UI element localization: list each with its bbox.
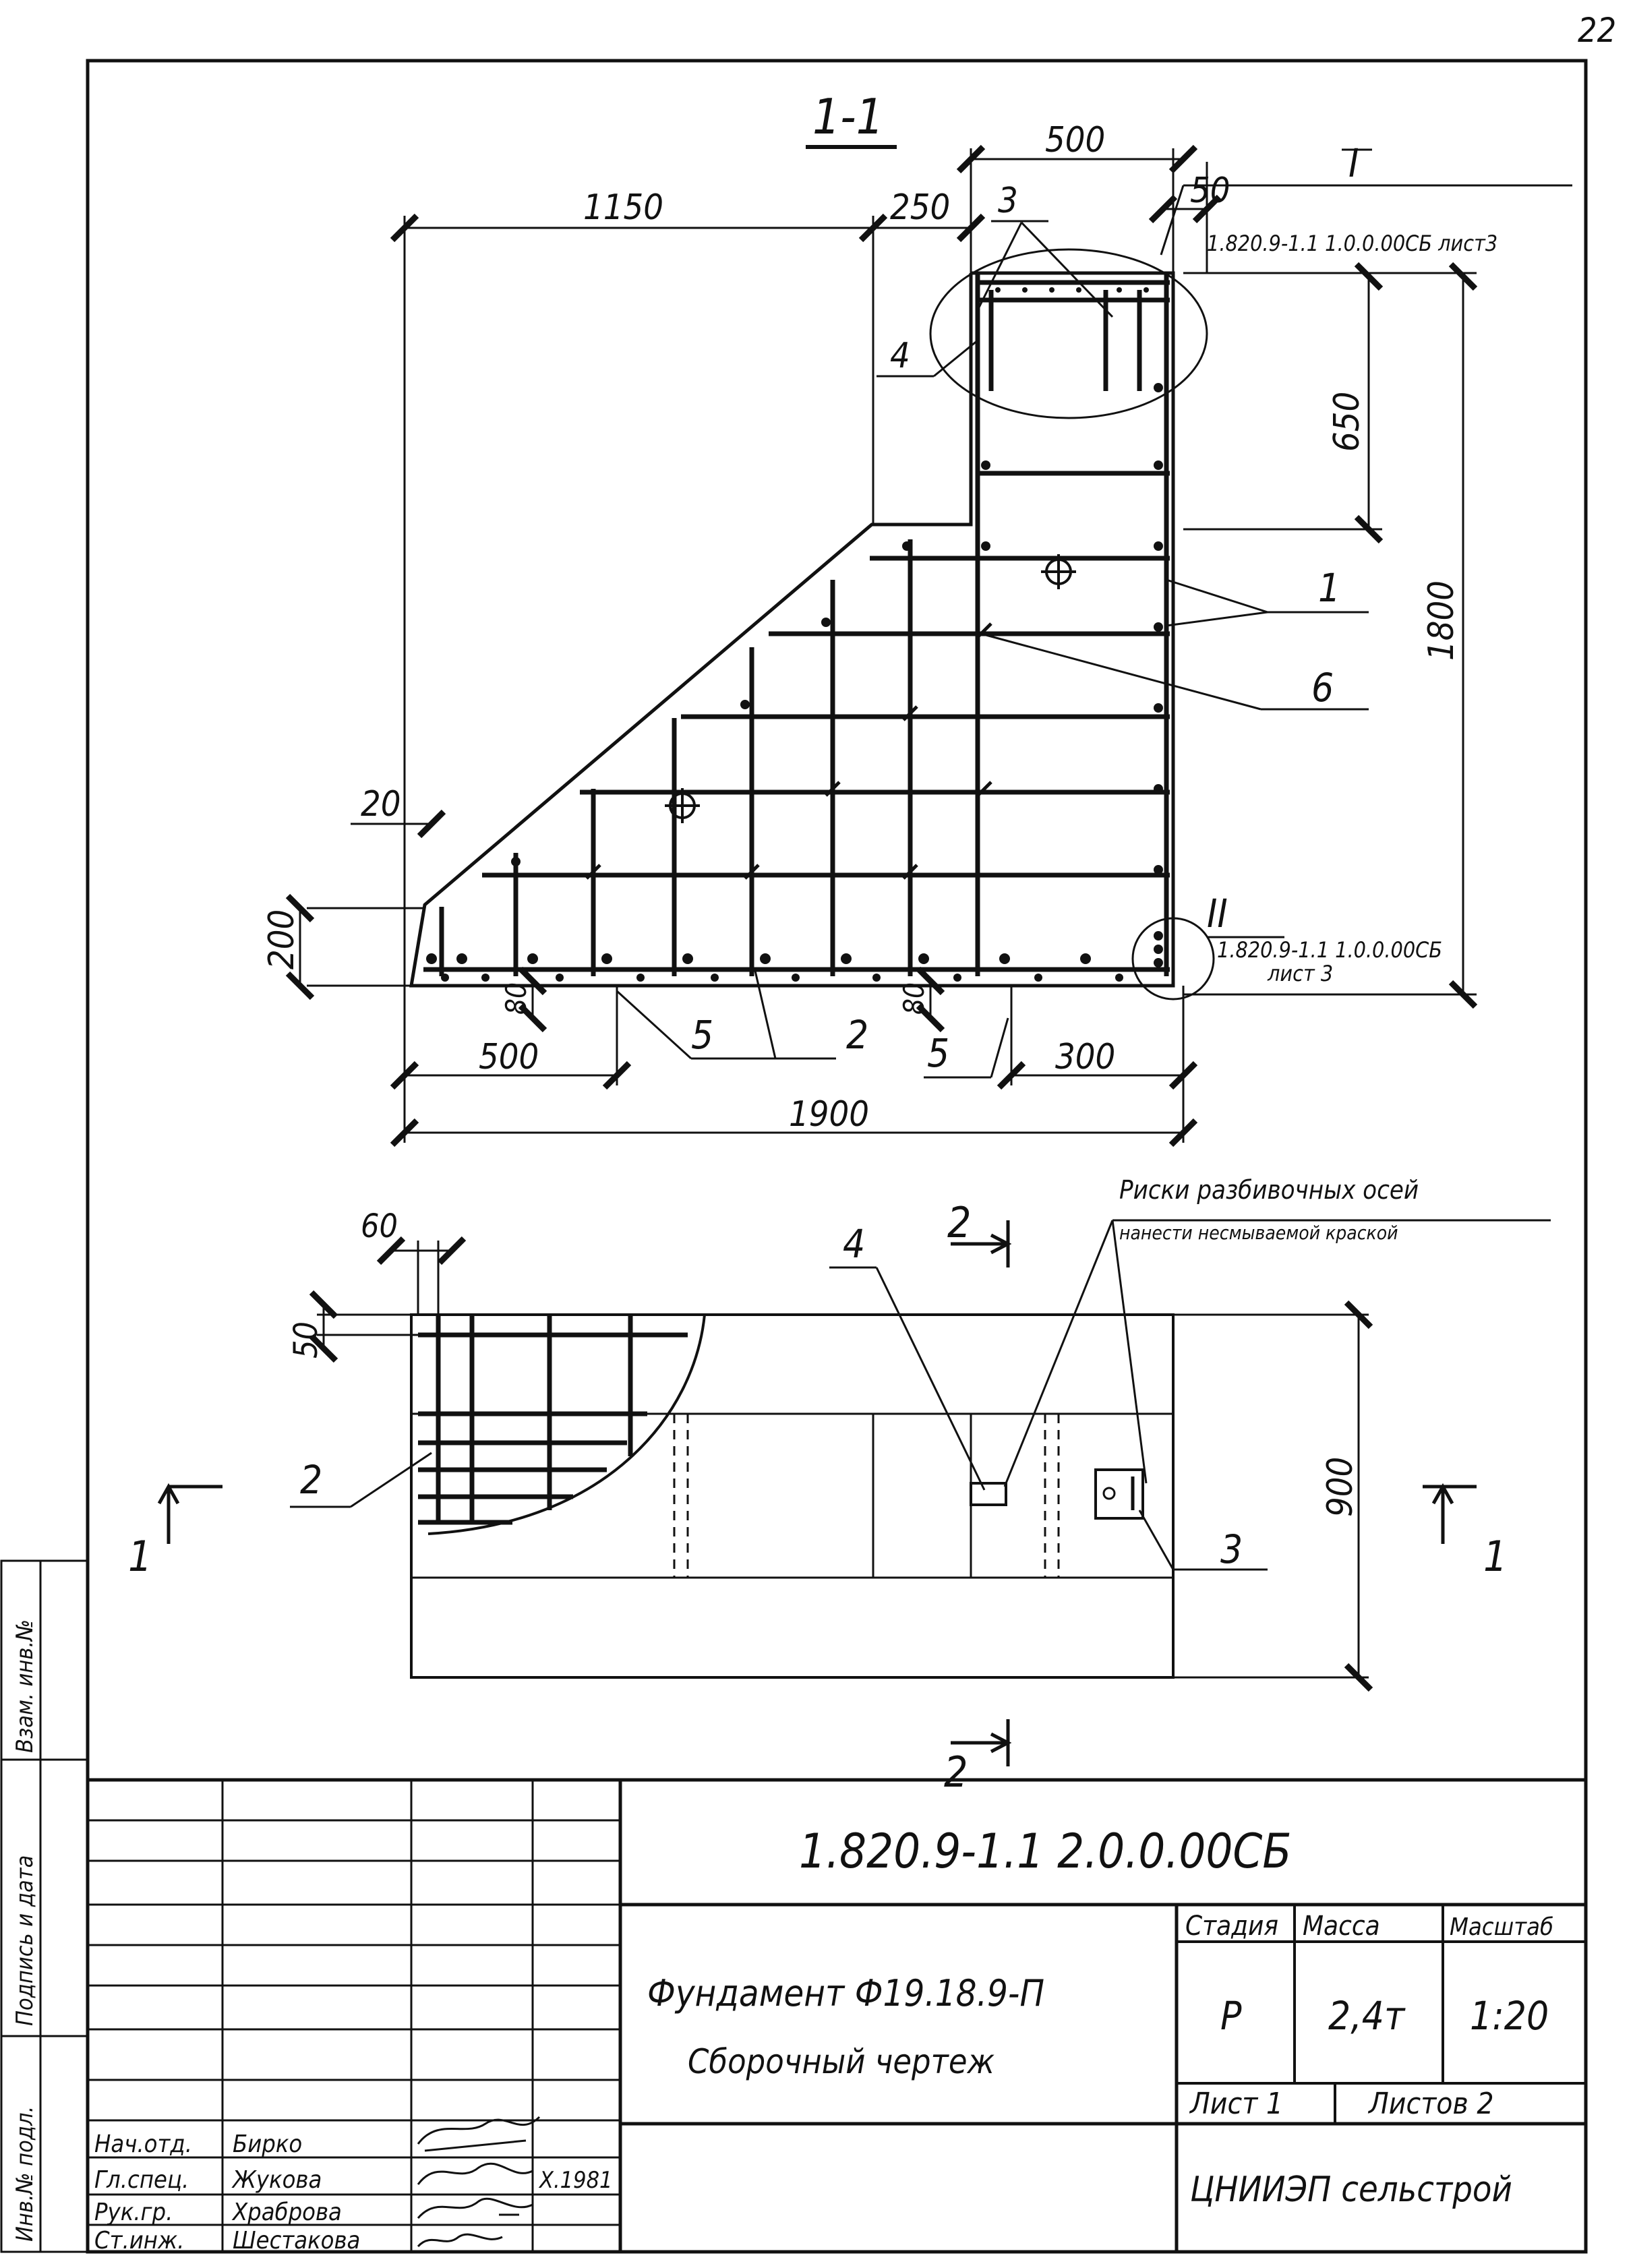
dim-1900: 1900 <box>789 1094 869 1135</box>
rebar-ties <box>585 622 992 880</box>
signer-role-1: Нач.отд. <box>94 2130 192 2158</box>
dim-500-bottom: 500 <box>479 1037 539 1077</box>
signer-name-2: Жукова <box>231 2166 322 2194</box>
plan-position-2: 2 <box>300 1457 322 1503</box>
signer-role-4: Ст.инж. <box>94 2227 184 2255</box>
foundation-outline <box>409 271 1175 988</box>
dim-80-left: 80 <box>500 982 533 1015</box>
rebar-vertical <box>439 273 1169 976</box>
designation: 1.820.9-1.1 2.0.0.00СБ <box>799 1824 1292 1879</box>
embedded-part-4 <box>970 1482 1007 1506</box>
section-marks <box>157 1220 1477 1766</box>
approval-date: X.1981 <box>538 2167 613 2194</box>
organization: ЦНИИЭП сельстрой <box>1190 2170 1512 2210</box>
position-5-left: 5 <box>691 1012 713 1058</box>
mass-header: Масса <box>1303 1911 1380 1942</box>
plan-rebar-mesh <box>418 1315 688 1525</box>
title-block: 1.820.9-1.1 2.0.0.00СБ Фундамент Ф19.18.… <box>88 1778 1586 2255</box>
plan-note-line1: Риски разбивочных осей <box>1119 1175 1419 1205</box>
sheet-frame <box>86 59 1588 2254</box>
dim-200: 200 <box>262 909 302 969</box>
plan-leaders <box>290 1219 1551 1571</box>
side-stamp-label-sign: Подпись и дата <box>11 1855 38 2026</box>
sheet-count: Листов 2 <box>1367 2087 1494 2121</box>
dim-1150: 1150 <box>583 187 663 228</box>
side-stamp-label-replace: Взам. инв.№ <box>11 1619 38 1753</box>
signer-role-2: Гл.спец. <box>94 2166 189 2194</box>
plan-note-line2: нанести несмываемой краской <box>1119 1222 1398 1244</box>
rebar-top-dots <box>995 287 1149 293</box>
plan-dim-60: 60 <box>361 1207 398 1245</box>
scale-value: 1:20 <box>1470 1993 1549 2039</box>
node-II-reference-line1: 1.820.9-1.1 1.0.0.00СБ <box>1217 937 1442 963</box>
node-II-mark: II <box>1207 891 1228 936</box>
node-II-reference-line2: лист 3 <box>1267 961 1333 986</box>
signer-role-3: Рук.гр. <box>94 2199 173 2226</box>
dim-50: 50 <box>1190 171 1230 211</box>
side-stamp-label-inv: Инв.№ подл. <box>11 2106 38 2242</box>
dim-650: 650 <box>1327 392 1367 452</box>
plan-hidden-lines <box>673 1414 1060 1578</box>
plan-dim-900: 900 <box>1320 1457 1361 1517</box>
rebar-horizontal <box>423 280 1170 972</box>
dim-300: 300 <box>1055 1037 1115 1077</box>
signer-name-1: Бирко <box>233 2130 302 2158</box>
scale-header: Масштаб <box>1450 1913 1553 1941</box>
mass-value: 2,4т <box>1328 1993 1406 2039</box>
dim-80-right: 80 <box>897 982 930 1015</box>
position-4: 4 <box>890 336 910 376</box>
sheet-number: Лист 1 <box>1189 2087 1283 2121</box>
signer-name-3: Храброва <box>231 2199 342 2226</box>
node-I-ellipse <box>929 248 1208 419</box>
section-mark-right: 1 <box>1483 1532 1507 1581</box>
section-dimensions <box>285 144 1478 1147</box>
node-II-circle <box>1131 917 1215 1001</box>
section-mark-top: 2 <box>947 1198 971 1247</box>
plan-position-4: 4 <box>843 1221 865 1267</box>
document-name-line2: Сборочный чертеж <box>688 2042 995 2081</box>
plan-outline <box>410 1313 1175 1679</box>
dim-20: 20 <box>361 784 401 825</box>
plate-hole <box>1102 1487 1116 1500</box>
lifting-loop-markers <box>665 554 1076 823</box>
dim-500-top: 500 <box>1045 120 1105 160</box>
position-2: 2 <box>846 1012 868 1058</box>
section-leaders <box>616 184 1572 1079</box>
node-I-mark: I <box>1348 140 1359 186</box>
plan-dimensions <box>309 1236 1373 1692</box>
page-number: 22 <box>1578 11 1616 50</box>
stage-header: Стадия <box>1185 1911 1278 1942</box>
plan-view: 60 50 900 2 3 4 Риски разбивочных осей н… <box>128 1175 1551 1797</box>
dim-1800: 1800 <box>1421 580 1462 661</box>
dim-250: 250 <box>890 187 950 228</box>
rebar-dots <box>426 383 1163 982</box>
side-stamp: Инв.№ подл. Подпись и дата Взам. инв.№ <box>0 1559 89 2253</box>
position-3: 3 <box>998 181 1018 221</box>
position-6: 6 <box>1311 665 1334 711</box>
revision-grid <box>88 1780 620 2252</box>
stage-value: Р <box>1220 1993 1242 2039</box>
plan-dim-50: 50 <box>287 1321 325 1359</box>
embedded-plate-3 <box>1094 1468 1144 1520</box>
section-mark-bottom: 2 <box>944 1748 968 1797</box>
section-title: 1-1 <box>812 88 884 145</box>
plan-position-3: 3 <box>1220 1526 1243 1572</box>
document-name-line1: Фундамент Ф19.18.9-П <box>647 1972 1044 2015</box>
section-mark-left: 1 <box>128 1532 152 1581</box>
position-1: 1 <box>1318 565 1340 611</box>
signer-name-4: Шестакова <box>233 2227 360 2255</box>
position-5-right: 5 <box>927 1030 949 1076</box>
section-1-1: 1-1 <box>262 88 1572 1147</box>
node-I-reference: 1.820.9-1.1 1.0.0.00СБ лист3 <box>1207 231 1497 256</box>
side-stamp-frame <box>0 1559 89 2253</box>
signatures <box>417 2116 541 2248</box>
